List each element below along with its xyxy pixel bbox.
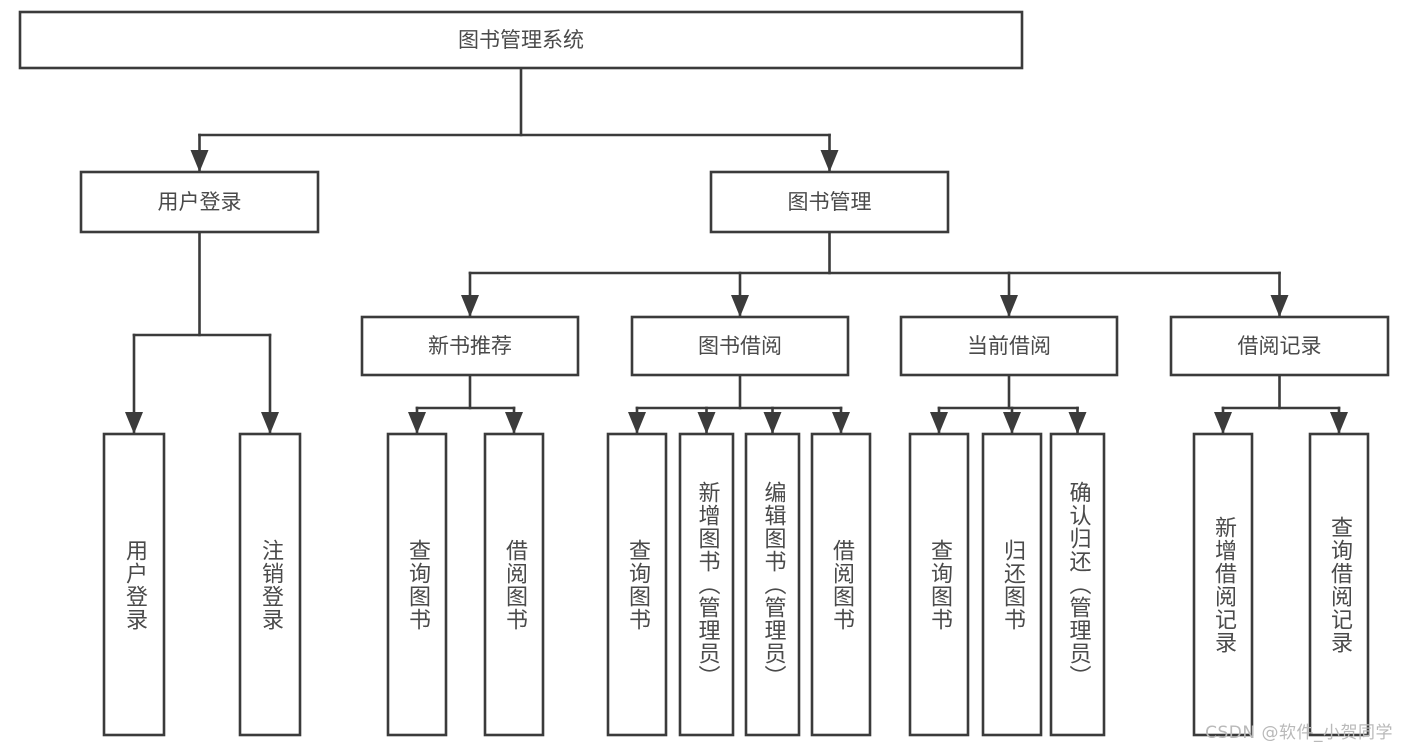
arrow-to-user-login bbox=[190, 150, 209, 172]
arrow-to-current-borrow bbox=[1000, 295, 1018, 317]
arrow-to-leaf-query-book-3 bbox=[930, 412, 948, 434]
node-box-leaf-query-record[interactable] bbox=[1308, 432, 1370, 737]
arrow-to-leaf-edit-book bbox=[763, 412, 782, 434]
node-box-leaf-query-book-1[interactable] bbox=[386, 432, 448, 737]
arrow-to-leaf-query-book-2 bbox=[628, 412, 646, 434]
node-box-leaf-add-book[interactable] bbox=[678, 432, 735, 737]
node-box-leaf-query-book-2[interactable] bbox=[606, 432, 668, 737]
node-box-leaf-borrow-book-1[interactable] bbox=[483, 432, 545, 737]
node-label-current-borrow: 当前借阅 bbox=[967, 334, 1051, 358]
arrow-to-leaf-logout bbox=[261, 412, 279, 434]
arrow-to-leaf-borrow-book-2 bbox=[832, 412, 850, 434]
node-box-new-book-rec[interactable] bbox=[360, 315, 580, 377]
node-box-leaf-return-book[interactable] bbox=[981, 432, 1043, 737]
node-box-leaf-edit-book[interactable] bbox=[744, 432, 801, 737]
arrow-to-book-borrow bbox=[731, 295, 749, 317]
node-label-book-manage: 图书管理 bbox=[788, 190, 872, 214]
arrow-to-leaf-user-login bbox=[125, 412, 143, 434]
arrow-to-leaf-query-book-1 bbox=[408, 412, 426, 434]
csdn-watermark: CSDN @软件_小贺同学 bbox=[1205, 723, 1393, 743]
node-box-leaf-confirm-return[interactable] bbox=[1049, 432, 1106, 737]
arrow-to-leaf-return-book bbox=[1003, 412, 1021, 434]
arrow-to-borrow-record bbox=[1270, 295, 1289, 317]
boxes-layer bbox=[18, 10, 1390, 737]
node-box-user-login[interactable] bbox=[79, 170, 320, 234]
node-box-current-borrow[interactable] bbox=[899, 315, 1119, 377]
arrow-to-leaf-add-book bbox=[697, 412, 716, 434]
node-label-user-login: 用户登录 bbox=[158, 190, 242, 214]
node-box-leaf-query-book-3[interactable] bbox=[908, 432, 970, 737]
node-label-new-book-rec: 新书推荐 bbox=[428, 334, 512, 358]
node-label-root: 图书管理系统 bbox=[458, 28, 584, 52]
arrow-to-leaf-query-record bbox=[1330, 412, 1348, 434]
arrow-to-book-manage bbox=[820, 150, 839, 172]
node-box-leaf-logout[interactable] bbox=[238, 432, 302, 737]
arrow-to-new-book-rec bbox=[461, 295, 479, 317]
node-box-book-manage[interactable] bbox=[709, 170, 950, 234]
node-box-borrow-record[interactable] bbox=[1169, 315, 1390, 377]
arrow-to-leaf-add-record bbox=[1214, 412, 1232, 434]
edges-layer bbox=[125, 66, 1348, 436]
arrow-to-leaf-borrow-book-1 bbox=[505, 412, 523, 434]
node-box-book-borrow[interactable] bbox=[630, 315, 850, 377]
node-box-leaf-user-login[interactable] bbox=[102, 432, 166, 737]
node-box-root[interactable] bbox=[18, 10, 1024, 70]
node-label-borrow-record: 借阅记录 bbox=[1238, 334, 1322, 358]
arrow-to-leaf-confirm-return bbox=[1068, 412, 1087, 434]
node-box-leaf-borrow-book-2[interactable] bbox=[810, 432, 872, 737]
node-label-book-borrow: 图书借阅 bbox=[698, 334, 782, 358]
node-box-leaf-add-record[interactable] bbox=[1192, 432, 1254, 737]
